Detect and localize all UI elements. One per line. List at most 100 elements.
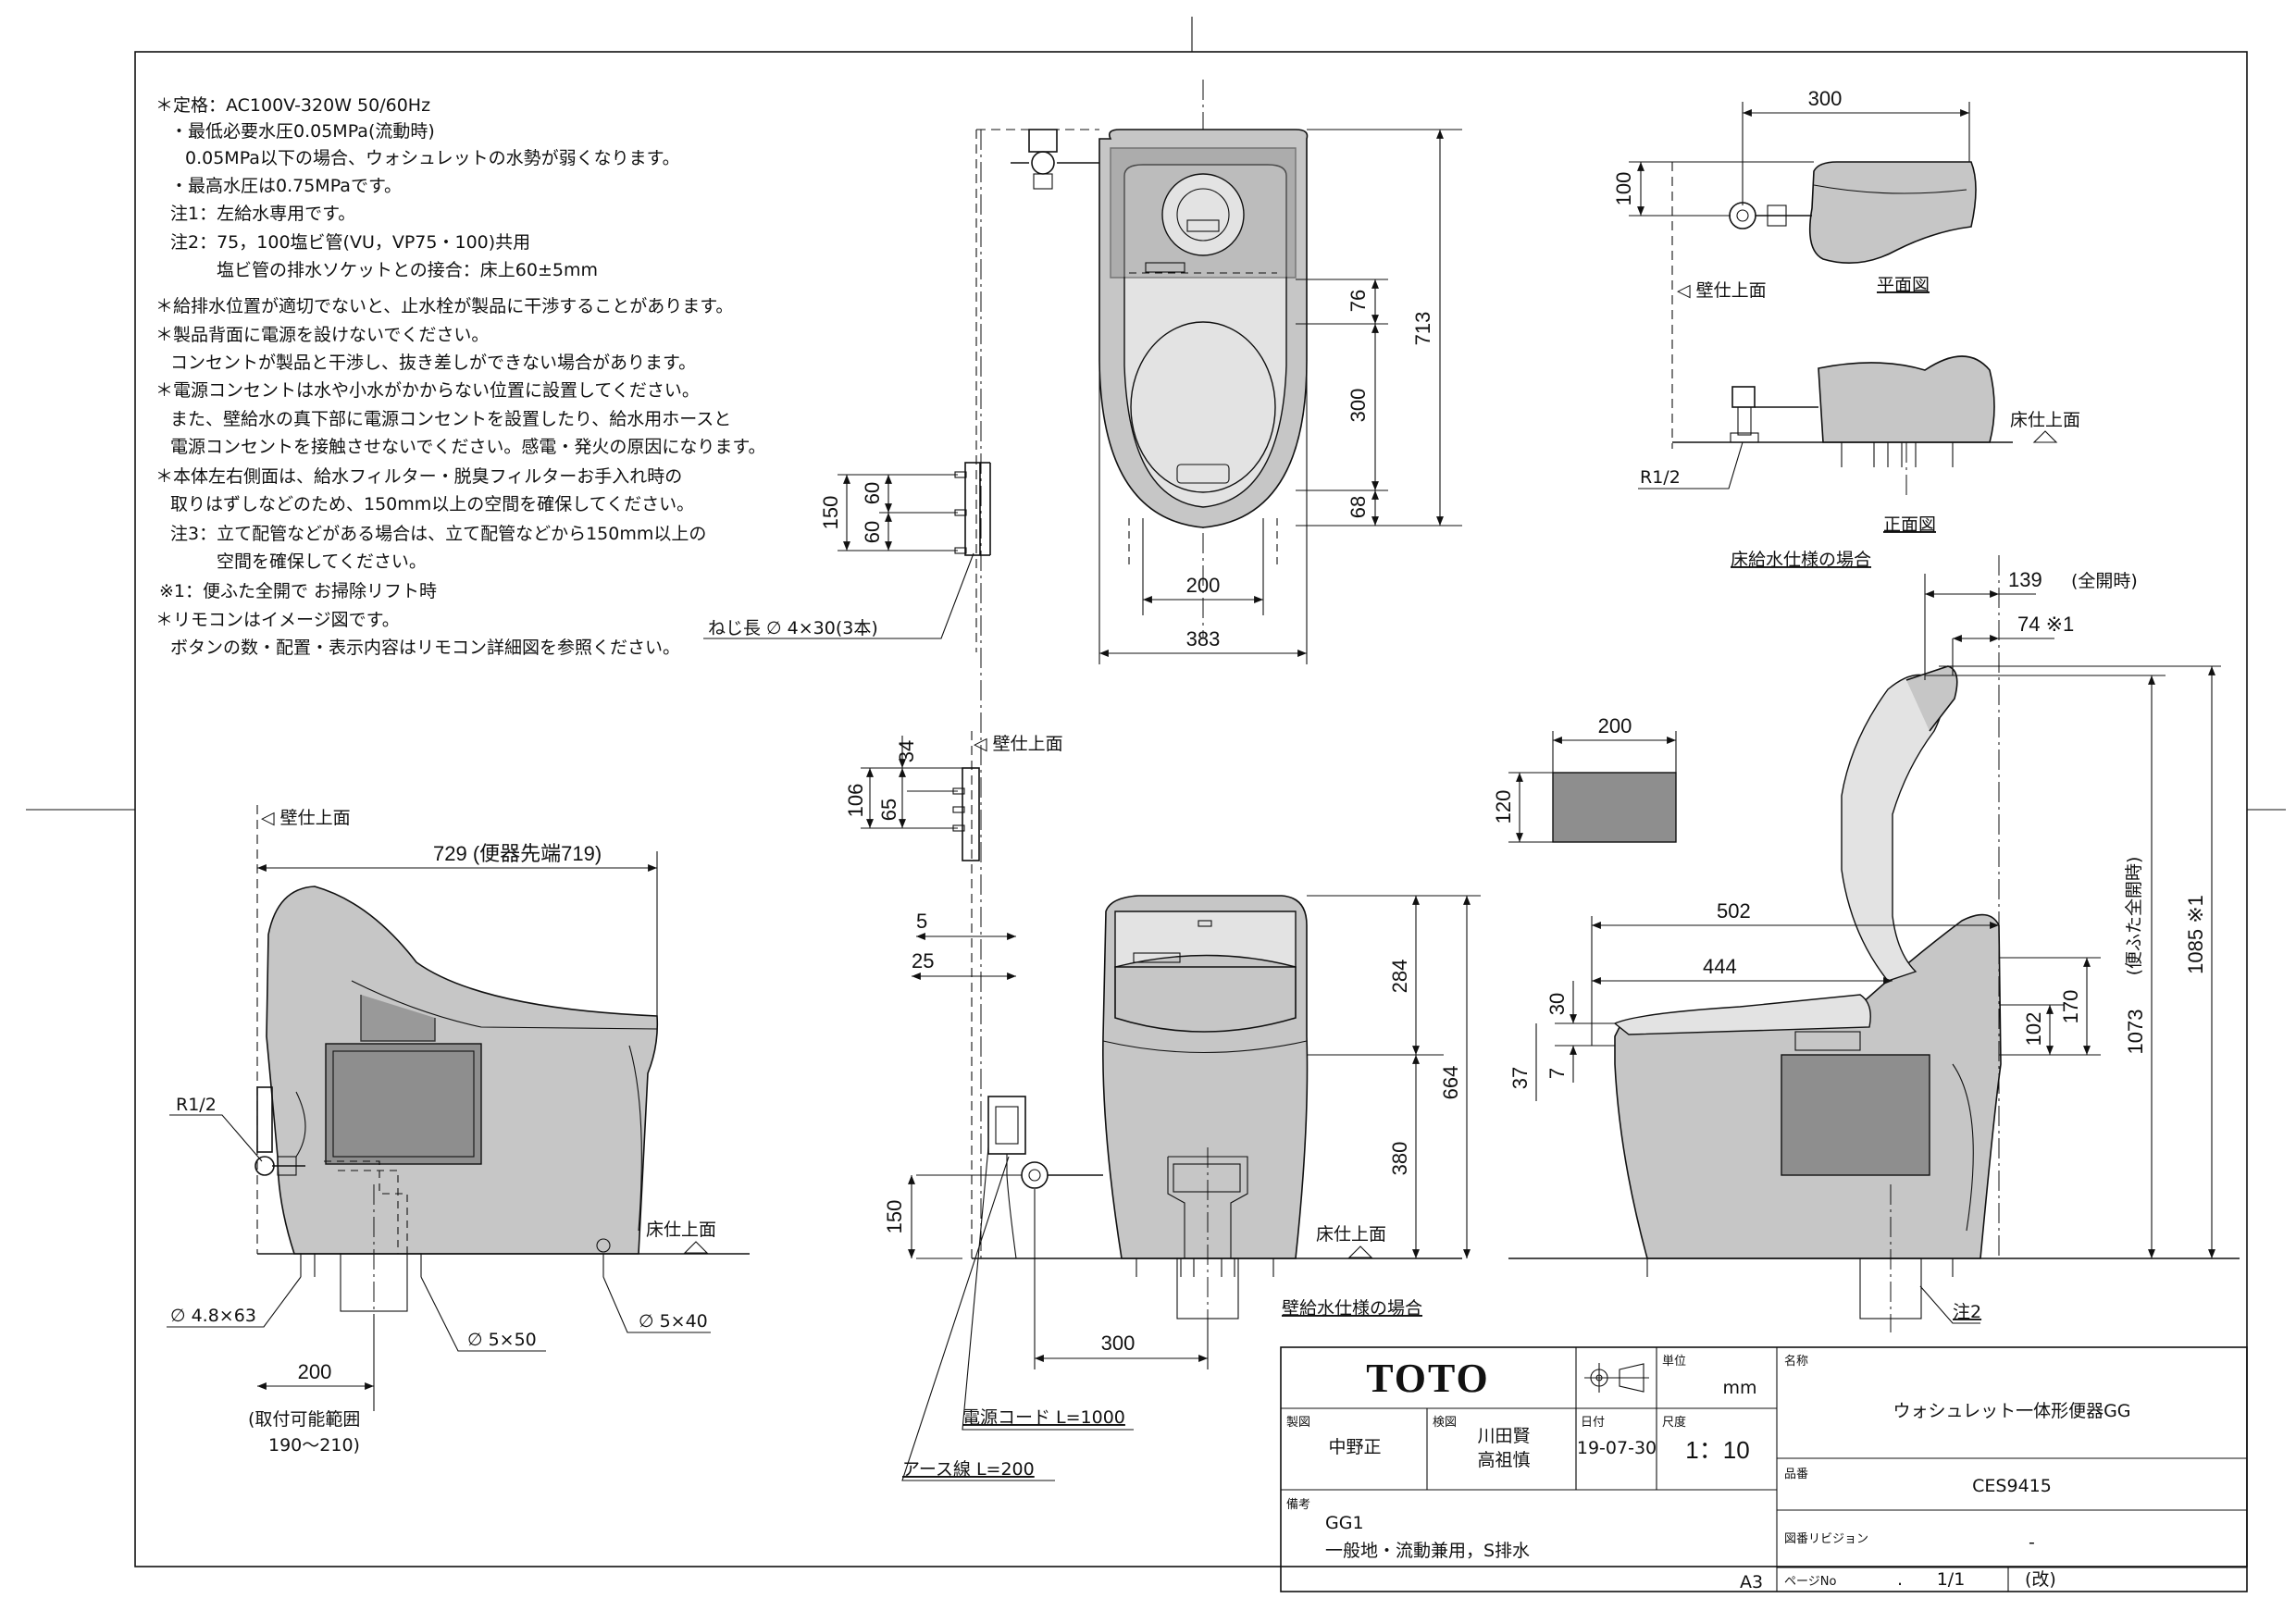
dim-729: 729 (便器先端719): [433, 842, 602, 865]
dim-300: 300: [1101, 1332, 1136, 1355]
note-line: ＊定格：AC100V-320W 50/60Hz: [155, 95, 430, 116]
right-side-view: 200 120 注2 139 (全開時) 74 ※1: [1492, 555, 2240, 1332]
floor-supply-case-label: 床給水仕様の場合: [1731, 550, 1871, 570]
scale-value: 1：10: [1685, 1436, 1749, 1464]
note-line: ボタンの数・配置・表示内容はリモコン詳細図を参照ください。: [170, 638, 680, 658]
part-number: CES9415: [1972, 1476, 2052, 1496]
dim-76: 76: [1347, 290, 1370, 312]
dim-170: 170: [2059, 990, 2082, 1024]
wall-face-label: ◁ 壁仕上面: [974, 734, 1063, 754]
r12-label: R1/2: [1640, 467, 1681, 488]
note-line: ＊リモコンはイメージ図です。: [155, 610, 400, 630]
note-line: また、壁給水の真下部に電源コンセントを設置したり、給水用ホースと: [170, 409, 731, 429]
note-line: ＊本体左右側面は、給水フィルター・脱臭フィルターお手入れ時の: [155, 466, 682, 487]
page-number: 1/1: [1937, 1569, 1966, 1590]
dim-502: 502: [1717, 899, 1751, 923]
dim-106: 106: [844, 784, 867, 818]
dim-200: 200: [1598, 714, 1632, 737]
power-cord-label: 電源コード L=1000: [962, 1407, 1125, 1428]
dim-5: 5: [916, 910, 927, 933]
note-line: ＊給排水位置が適切でないと、止水栓が製品に干渉することがあります。: [155, 296, 733, 316]
left-side-view: ◁ 壁仕上面 729 (便器先端719) R1/2 床仕上面: [167, 805, 750, 1456]
screw-length-label: ねじ長 ∅ 4×30(3本): [708, 618, 878, 638]
mount-range-label: (取付可能範囲: [248, 1409, 360, 1430]
toto-logo: TOTO: [1366, 1356, 1490, 1401]
notes-block: ＊定格：AC100V-320W 50/60Hz ・最低必要水圧0.05MPa(流…: [155, 95, 766, 658]
drafter-label: 製図: [1286, 1416, 1310, 1430]
note-line: 取りはずしなどのため、150mm以上の空間を確保してください。: [170, 494, 694, 514]
wall-supply-case-label: 壁給水仕様の場合: [1282, 1298, 1422, 1319]
dim-7: 7: [1545, 1068, 1569, 1079]
title-block: TOTO 単位 mm 名称 ウォシュレット一体形便器GG 製図 中野正 検図 川…: [1280, 1346, 2248, 1592]
name-label: 名称: [1784, 1354, 1808, 1369]
dim-300: 300: [1808, 87, 1843, 110]
remarks-label: 備考: [1286, 1497, 1310, 1512]
dim-102: 102: [2022, 1012, 2045, 1047]
dim-60: 60: [861, 521, 884, 543]
remark-1: GG1: [1325, 1513, 1364, 1533]
dim-74: 74 ※1: [2017, 613, 2074, 636]
dim-120: 120: [1492, 790, 1515, 824]
checker-label: 検図: [1433, 1416, 1457, 1430]
dim-60: 60: [861, 482, 884, 504]
scale-label: 尺度: [1662, 1415, 1686, 1430]
note-line: 塩ビ管の排水ソケットとの接合：床上60±5mm: [217, 260, 598, 280]
note-line: ＊電源コンセントは水や小水がかからない位置に設置してください。: [155, 380, 700, 401]
dim-383: 383: [1186, 627, 1221, 650]
front-view-label: 正面図: [1883, 514, 1936, 535]
page-dot: .: [1897, 1569, 1903, 1590]
product-name: ウォシュレット一体形便器GG: [1893, 1401, 2130, 1421]
anchor-bolts: [1841, 442, 1954, 500]
note-line: 電源コンセントを接触させないでください。感電・発火の原因になります。: [170, 437, 766, 457]
supply-valve-icon: [962, 1161, 1103, 1189]
part-label: 品番: [1784, 1468, 1808, 1481]
full-open-label: (全開時): [2071, 571, 2138, 591]
revision-label: 図番リビジョン: [1784, 1532, 1868, 1546]
date-value: 19-07-30: [1577, 1438, 1657, 1458]
dim-150: 150: [883, 1200, 906, 1234]
note-line: 注1：左給水専用です。: [170, 204, 355, 224]
wall-face-label: ◁ 壁仕上面: [261, 808, 351, 828]
dim-100: 100: [1612, 172, 1635, 206]
drafter-name: 中野正: [1328, 1437, 1381, 1457]
dim-1085: 1085 ※1: [2184, 895, 2207, 974]
unit-value: mm: [1722, 1378, 1756, 1398]
note-line: コンセントが製品と干渉し、抜き差しができない場合があります。: [170, 353, 696, 373]
note-line: 空間を確保してください。: [217, 551, 427, 572]
dim-65: 65: [877, 799, 900, 821]
dim-200: 200: [298, 1360, 332, 1383]
front-view: ◁ 壁仕上面 34 65 106 5 25: [844, 731, 1481, 1481]
dim-34: 34: [895, 740, 918, 762]
projection-symbol-icon: [1584, 1363, 1649, 1393]
dim-200: 200: [1186, 574, 1221, 597]
checker-name-1: 川田賢: [1477, 1426, 1530, 1446]
note-line: ・最低必要水圧0.05MPa(流動時): [170, 121, 435, 142]
checker-name-2: 高祖慎: [1477, 1450, 1530, 1470]
date-label: 日付: [1581, 1416, 1605, 1430]
dim-444: 444: [1703, 955, 1737, 978]
plan-view-label: 平面図: [1877, 275, 1930, 295]
unit-label: 単位: [1662, 1354, 1686, 1369]
valve-icon: [1730, 386, 1818, 443]
note-line: 0.05MPa以下の場合、ウォシュレットの水勢が弱くなります。: [185, 148, 680, 168]
valve-icon: [1729, 202, 1812, 229]
sheet-border: [26, 17, 2286, 1567]
dim-150: 150: [819, 496, 842, 530]
remote-bracket-top: 150 60 60 ねじ長 ∅ 4×30(3本): [703, 462, 991, 639]
note-line: 注3：立て配管などがある場合は、立て配管などから150mm以上の: [170, 524, 706, 544]
dim-1073: 1073: [2124, 1010, 2147, 1055]
note-line: ・最高水圧は0.75MPaです。: [170, 176, 402, 196]
r12-label: R1/2: [176, 1095, 217, 1115]
top-view: 76 300 68 713 200 383: [975, 80, 1462, 1258]
note-line: ＊製品背面に電源を設けないでください。: [155, 325, 489, 345]
hole-550-label: ∅ 5×50: [467, 1330, 537, 1350]
floor-face-label: 床仕上面: [2010, 410, 2080, 430]
dim-664: 664: [1439, 1066, 1462, 1100]
supply-valve-icon: [254, 1086, 306, 1176]
floor-face-label: 床仕上面: [646, 1220, 716, 1240]
mount-range-values: 190〜210): [268, 1435, 360, 1456]
note-line: ※1：便ふた全開で お掃除リフト時: [159, 581, 437, 601]
wall-face-label: ◁ 壁仕上面: [1677, 280, 1767, 301]
hole-48-label: ∅ 4.8×63: [170, 1306, 256, 1326]
